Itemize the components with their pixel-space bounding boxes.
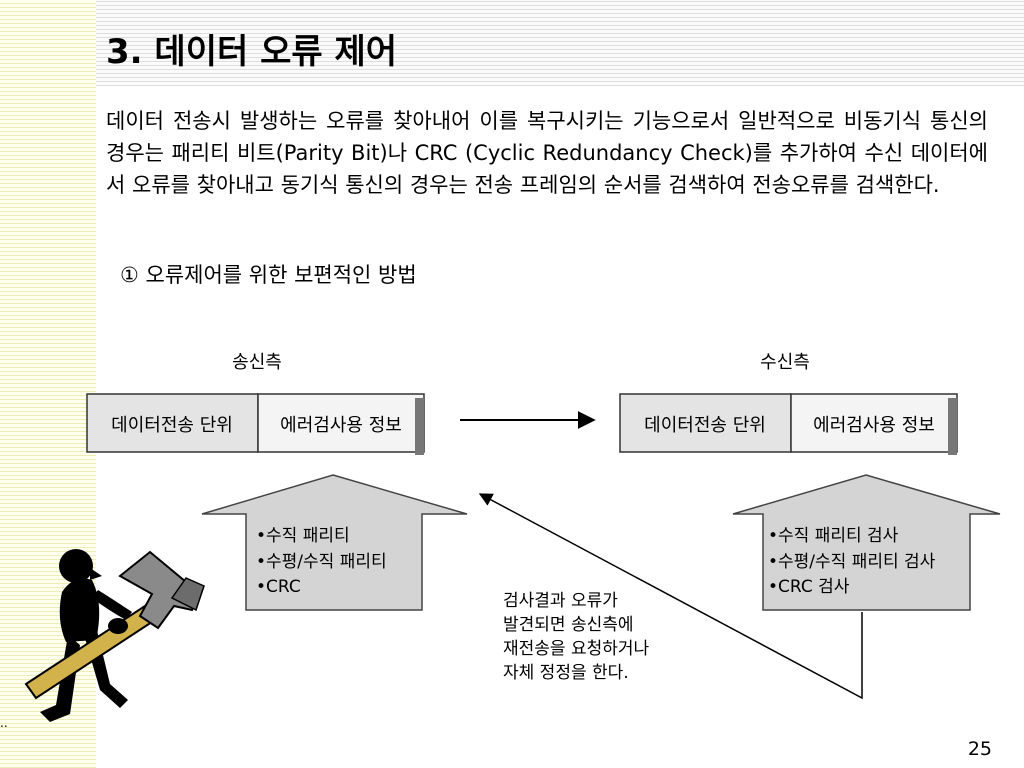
sender-data-cell-text: 데이터전송 단위: [111, 415, 233, 436]
receiver-method-3: •CRC 검사: [768, 577, 850, 597]
body-paragraph: 데이터 전송시 발생하는 오류를 찾아내어 이를 복구시키는 기능으로서 일반적…: [106, 109, 988, 197]
sender-cell-shadow: [415, 398, 424, 455]
bottom-left-marker: ..: [0, 716, 8, 730]
receiver-data-cell-text: 데이터전송 단위: [644, 415, 766, 436]
note-line-3: 재전송을 요청하거나: [503, 639, 650, 659]
sender-method-2: •수평/수직 패리티: [256, 552, 387, 572]
slide-title: 3. 데이터 오류 제어: [106, 32, 398, 72]
sender-method-1: •수직 패리티: [256, 526, 350, 546]
feedback-arrow: [478, 493, 863, 700]
left-decorative-stripe: [0, 0, 96, 768]
note-line-4: 자체 정정을 한다.: [503, 663, 629, 683]
receiver-error-cell: [790, 393, 958, 453]
sender-up-arrow-shape: [201, 474, 468, 611]
note-line-1: 검사결과 오류가: [503, 591, 618, 611]
receiver-label: 수신측: [760, 352, 810, 373]
page-number: 25: [967, 738, 992, 760]
sender-error-cell-text: 에러검사용 정보: [280, 415, 402, 436]
receiver-up-arrow-shape: [732, 474, 1001, 611]
sub-item-heading: ① 오류제어를 위한 보편적인 방법: [120, 263, 417, 287]
sender-method-3: •CRC: [256, 577, 301, 597]
figure-with-hammer-illustration: [24, 549, 205, 722]
note-line-2: 발견되면 송신측에: [503, 615, 634, 635]
receiver-method-1: •수직 패리티 검사: [768, 526, 899, 546]
receiver-error-cell-text: 에러검사용 정보: [813, 415, 935, 436]
top-decorative-stripe: [96, 0, 1024, 86]
receiver-method-2: •수평/수직 패리티 검사: [768, 552, 936, 572]
sender-label: 송신측: [232, 352, 282, 373]
receiver-cell-shadow: [948, 398, 957, 455]
